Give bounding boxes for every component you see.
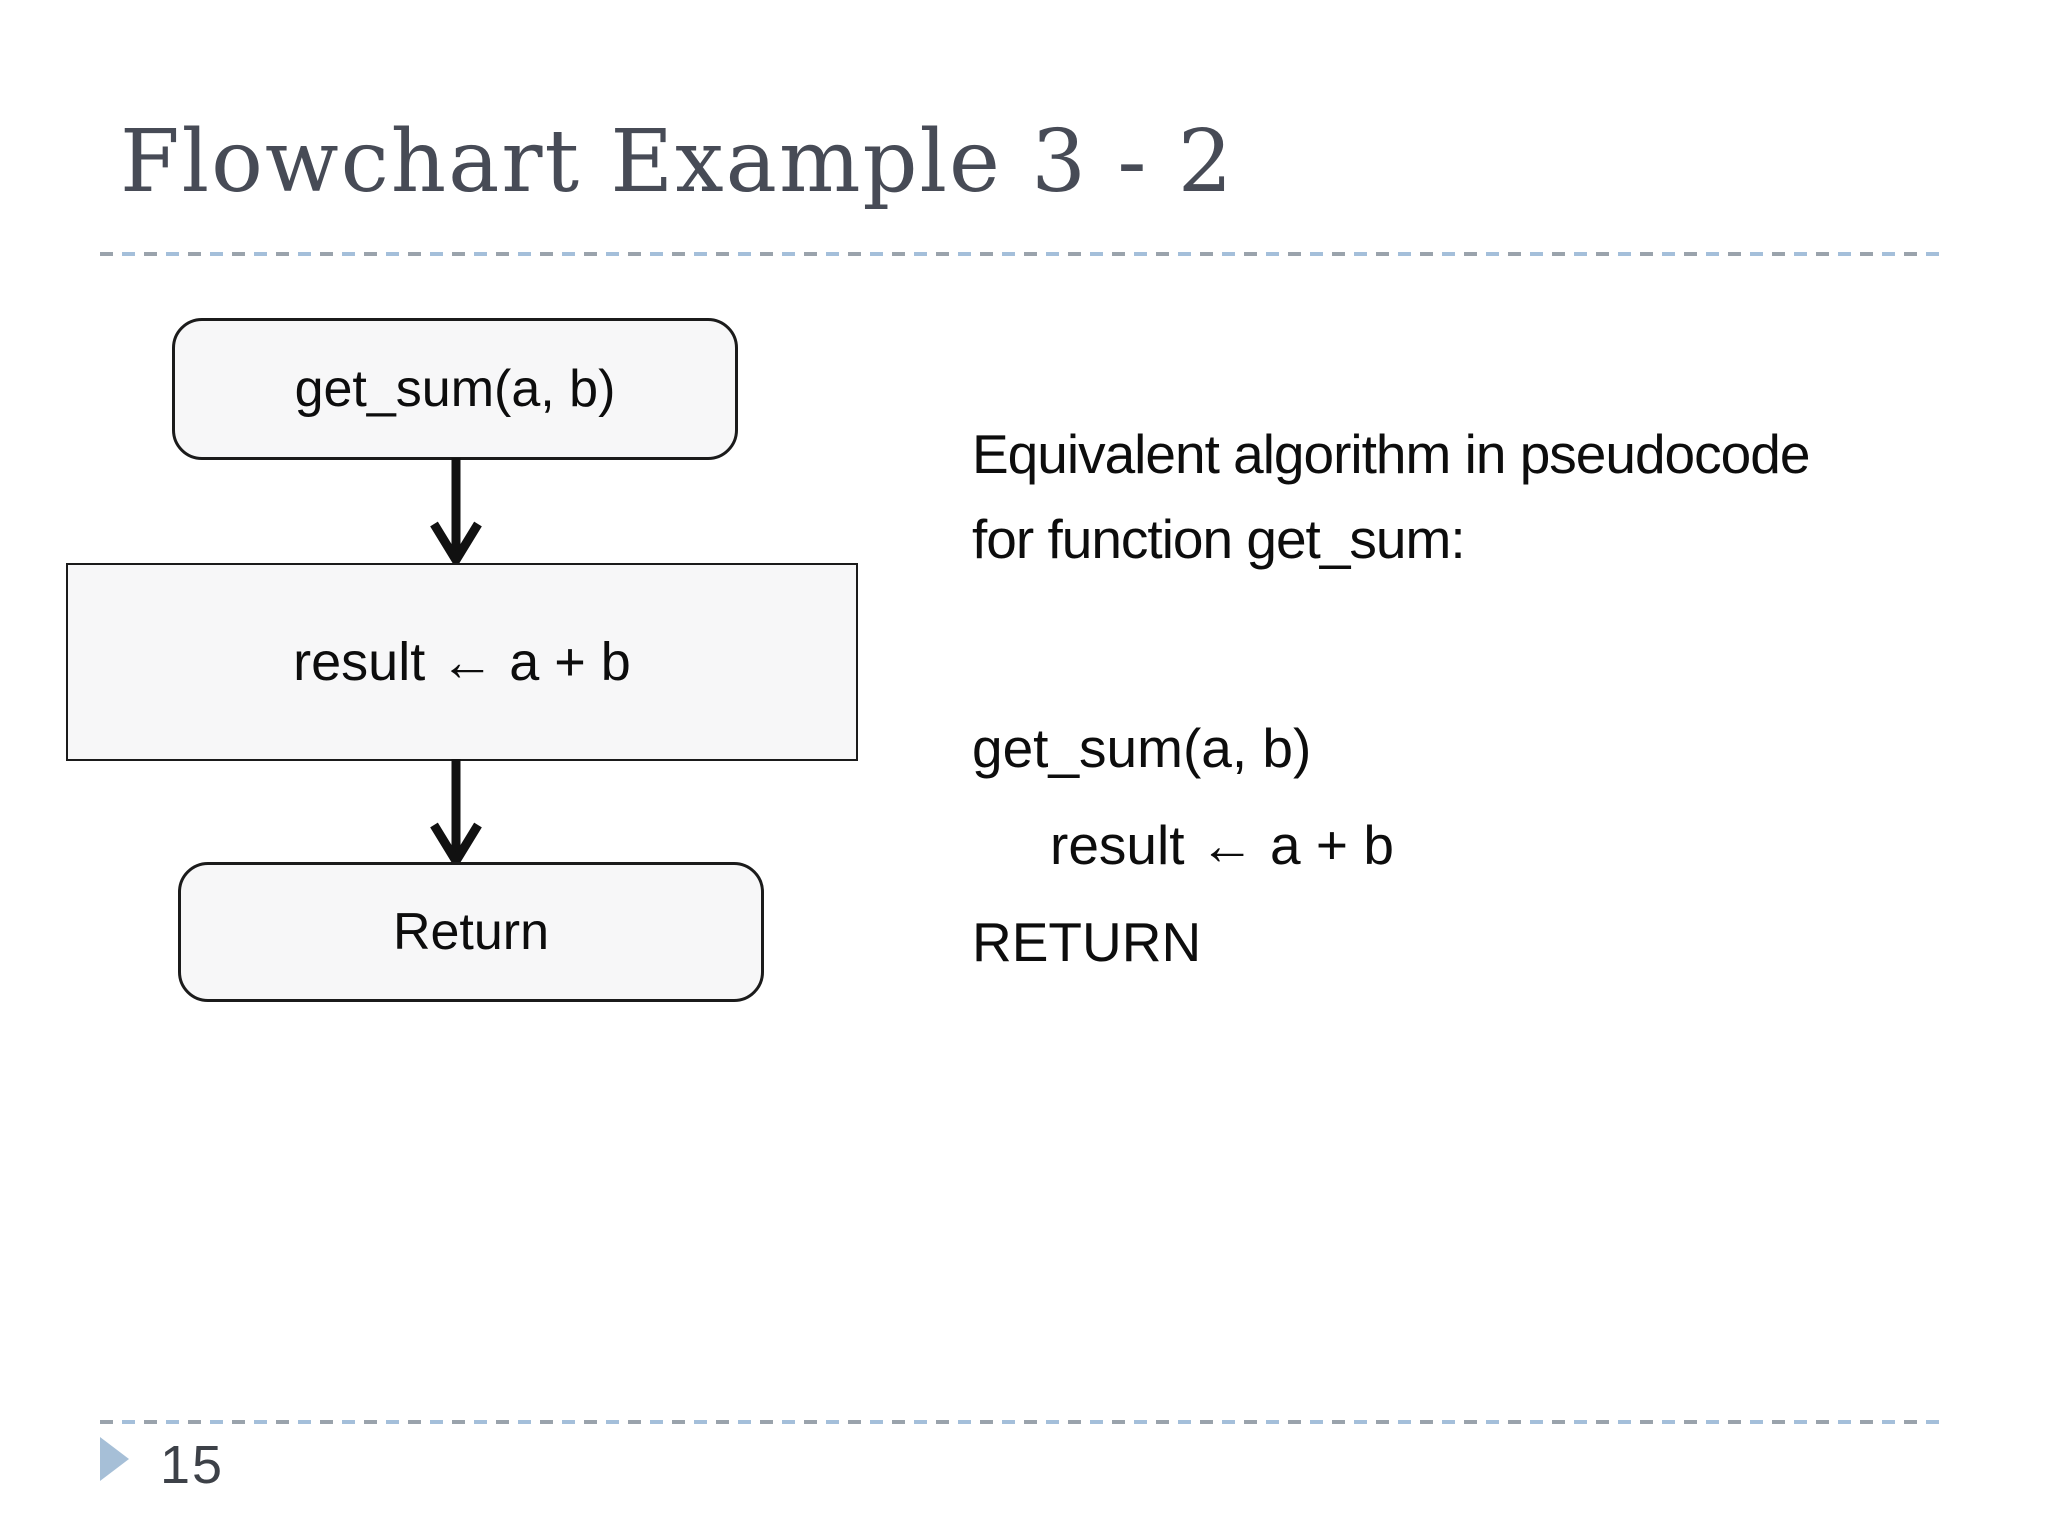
flowchart-process-node: result ← a + b <box>66 563 858 761</box>
pseudocode-line-3: RETURN <box>972 911 1202 973</box>
footer-triangle-icon <box>100 1437 129 1481</box>
page-number: 15 <box>160 1435 225 1495</box>
flowchart-return-label: Return <box>392 903 550 961</box>
flowchart-return-node: Return <box>178 862 764 1002</box>
flowchart-start-label: get_sum(a, b) <box>294 360 616 418</box>
flowchart-process-label: result ← a + b <box>293 632 631 692</box>
slide-title: Flowchart Example 3 - 2 <box>120 112 1235 212</box>
pseudocode-intro-line-2: for function get_sum: <box>972 508 1466 570</box>
arrow-down-icon <box>430 458 482 566</box>
title-divider-dashed-line <box>100 252 1945 256</box>
pseudocode-block: get_sum(a, b) result ← a + b RETURN <box>972 700 1394 991</box>
pseudocode-intro: Equivalent algorithm in pseudocode for f… <box>972 412 1810 582</box>
pseudocode-intro-line-1: Equivalent algorithm in pseudocode <box>972 423 1810 485</box>
flowchart-start-node: get_sum(a, b) <box>172 318 738 460</box>
pseudocode-line-2: result ← a + b <box>1050 814 1394 876</box>
footer-divider-dashed-line <box>100 1420 1945 1424</box>
arrow-down-icon <box>430 759 482 867</box>
pseudocode-line-1: get_sum(a, b) <box>972 717 1312 779</box>
